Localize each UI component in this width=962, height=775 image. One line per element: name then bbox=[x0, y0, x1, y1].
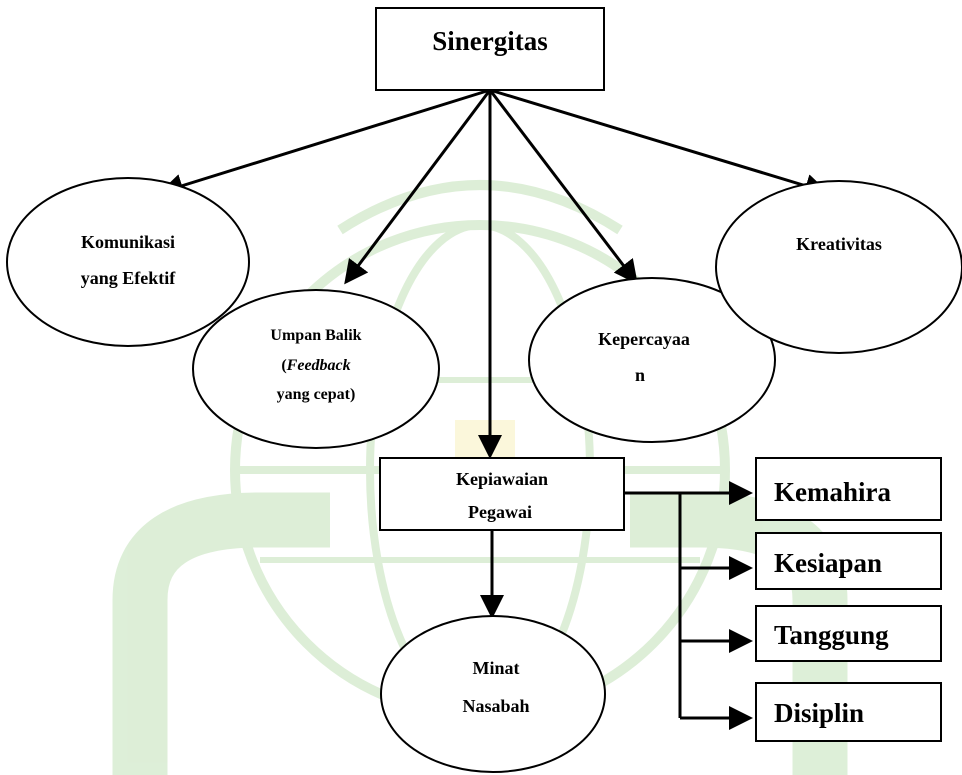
edges bbox=[159, 88, 829, 730]
node-umpan-balik-line1: Umpan Balik bbox=[270, 327, 361, 344]
node-minat-nasabah: Minat Nasabah bbox=[380, 615, 606, 773]
node-umpan-balik-line3: yang cepat) bbox=[277, 386, 356, 403]
node-minat-line1: Minat bbox=[473, 658, 520, 678]
node-komunikasi-line1: Komunikasi bbox=[81, 232, 175, 252]
edge-sinergitas-umpan-balik bbox=[344, 89, 492, 285]
edge-sinergitas-kepercayaan bbox=[488, 89, 638, 285]
node-kepiawaian-line1: Kepiawaian bbox=[456, 469, 548, 489]
node-kepercayaan-line2: n bbox=[635, 365, 645, 385]
node-disiplin: Disiplin bbox=[755, 682, 942, 742]
node-kepiawaian-line2: Pegawai bbox=[468, 502, 532, 522]
node-kemahiran-label: Kemahira bbox=[774, 477, 891, 507]
node-disiplin-label: Disiplin bbox=[774, 698, 864, 728]
node-kreativitas: Kreativitas bbox=[715, 180, 962, 354]
node-tanggung-label: Tanggung bbox=[774, 620, 889, 650]
node-umpan-balik-line2: (Feedback bbox=[281, 357, 350, 374]
edge-sinergitas-komunikasi bbox=[159, 88, 491, 198]
edge-sinergitas-kreativitas bbox=[489, 88, 829, 198]
node-kepercayaan-line1: Kepercayaa bbox=[598, 329, 690, 349]
node-kemahiran: Kemahira bbox=[755, 457, 942, 521]
node-komunikasi: Komunikasi yang Efektif bbox=[6, 177, 250, 347]
node-kreativitas-label: Kreativitas bbox=[796, 234, 882, 254]
node-kesiapan: Kesiapan bbox=[755, 532, 942, 590]
node-kesiapan-label: Kesiapan bbox=[774, 548, 882, 578]
node-komunikasi-line2: yang Efektif bbox=[81, 268, 177, 288]
node-kepiawaian: Kepiawaian Pegawai bbox=[379, 457, 625, 531]
node-tanggung: Tanggung bbox=[755, 605, 942, 662]
node-umpan-balik: Umpan Balik (Feedback yang cepat) bbox=[192, 289, 440, 449]
node-minat-line2: Nasabah bbox=[462, 696, 529, 716]
node-sinergitas: Sinergitas bbox=[375, 7, 605, 91]
node-kepercayaan: Kepercayaa n bbox=[528, 277, 776, 443]
node-sinergitas-label: Sinergitas bbox=[432, 26, 548, 56]
